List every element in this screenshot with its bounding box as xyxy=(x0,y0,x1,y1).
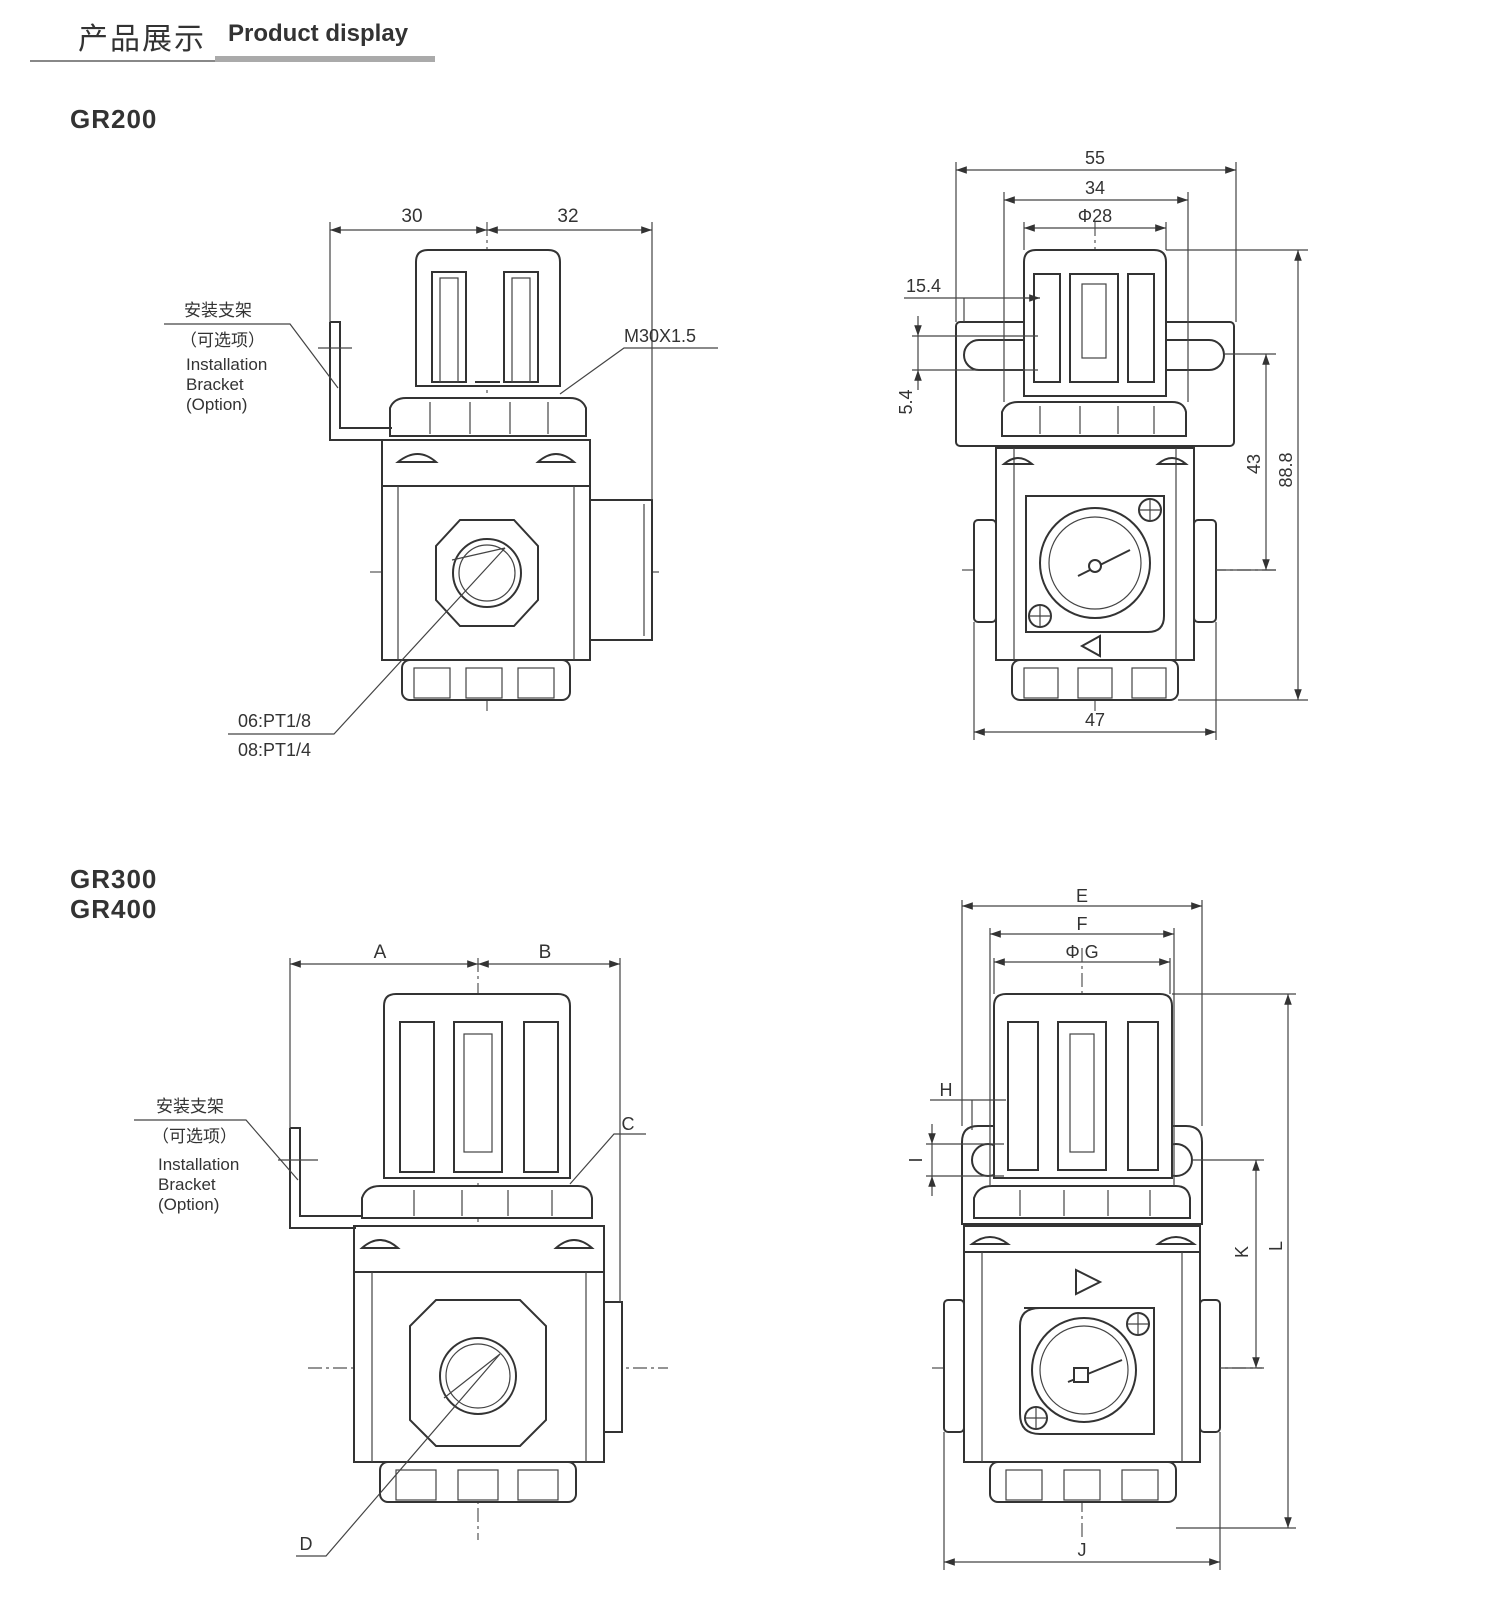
gr300-dim-d: D xyxy=(300,1534,313,1554)
gr200-dim-b: 32 xyxy=(557,206,578,227)
model-label-gr200: GR200 xyxy=(70,104,158,134)
gr200-bracket-en-3: (Option) xyxy=(186,395,247,414)
gr300-dim-k: K xyxy=(1232,1246,1252,1258)
gr200-dim-i: 5.4 xyxy=(896,389,916,414)
header-title-cn: 产品展示 xyxy=(78,22,206,57)
gr300-dim-l: L xyxy=(1266,1241,1286,1251)
gr200-dim-e: 55 xyxy=(1085,148,1105,168)
gr300-bracket-cn: 安装支架 xyxy=(156,1097,224,1116)
header-underline-accent xyxy=(215,56,435,62)
gr200-port-label-1: 06:PT1/8 xyxy=(238,711,311,731)
gr300-bracket-en-2: Bracket xyxy=(158,1175,216,1194)
gr300-bracket-cn-option: （可选项） xyxy=(152,1127,237,1146)
gr200-bracket-cn-option: （可选项） xyxy=(180,331,265,350)
model-label-gr400: GR400 xyxy=(70,894,158,924)
gr300-dim-g: Φ G xyxy=(1065,942,1098,962)
gr300-bracket-en-1: Installation xyxy=(158,1155,239,1174)
gr300-bracket-en-3: (Option) xyxy=(158,1195,219,1214)
gr200-thread-label: M30X1.5 xyxy=(624,326,696,346)
gr300-side-view xyxy=(134,958,668,1557)
gr200-dim-k: 43 xyxy=(1244,454,1264,474)
gr300-dim-a: A xyxy=(374,942,387,963)
gr200-side-view xyxy=(164,222,718,735)
model-label-gr300: GR300 xyxy=(70,864,158,894)
gr300-dim-b: B xyxy=(539,942,552,963)
gr300-front-view xyxy=(926,900,1296,1570)
gr200-dim-l: 88.8 xyxy=(1276,452,1296,487)
header-title-en: Product display xyxy=(228,20,409,47)
gr200-bracket-en-2: Bracket xyxy=(186,375,244,394)
gr200-dim-h: 15.4 xyxy=(906,276,941,296)
gr200-dim-a: 30 xyxy=(401,206,422,227)
gr200-dim-j: 47 xyxy=(1085,710,1105,730)
gr300-dim-h: H xyxy=(940,1080,953,1100)
gr200-bracket-en-1: Installation xyxy=(186,355,267,374)
gr200-front-view xyxy=(904,162,1308,740)
gr300-dim-e: E xyxy=(1076,886,1088,906)
gr200-dim-g: Φ28 xyxy=(1078,206,1112,226)
gr200-dim-f: 34 xyxy=(1085,178,1105,198)
gr300-dim-i: I xyxy=(906,1157,926,1162)
gr200-bracket-cn: 安装支架 xyxy=(184,301,252,320)
gr300-dim-j: J xyxy=(1078,1540,1087,1560)
gr200-port-label-2: 08:PT1/4 xyxy=(238,740,311,760)
gr300-dim-f: F xyxy=(1077,914,1088,934)
gr300-dim-c: C xyxy=(622,1114,635,1134)
